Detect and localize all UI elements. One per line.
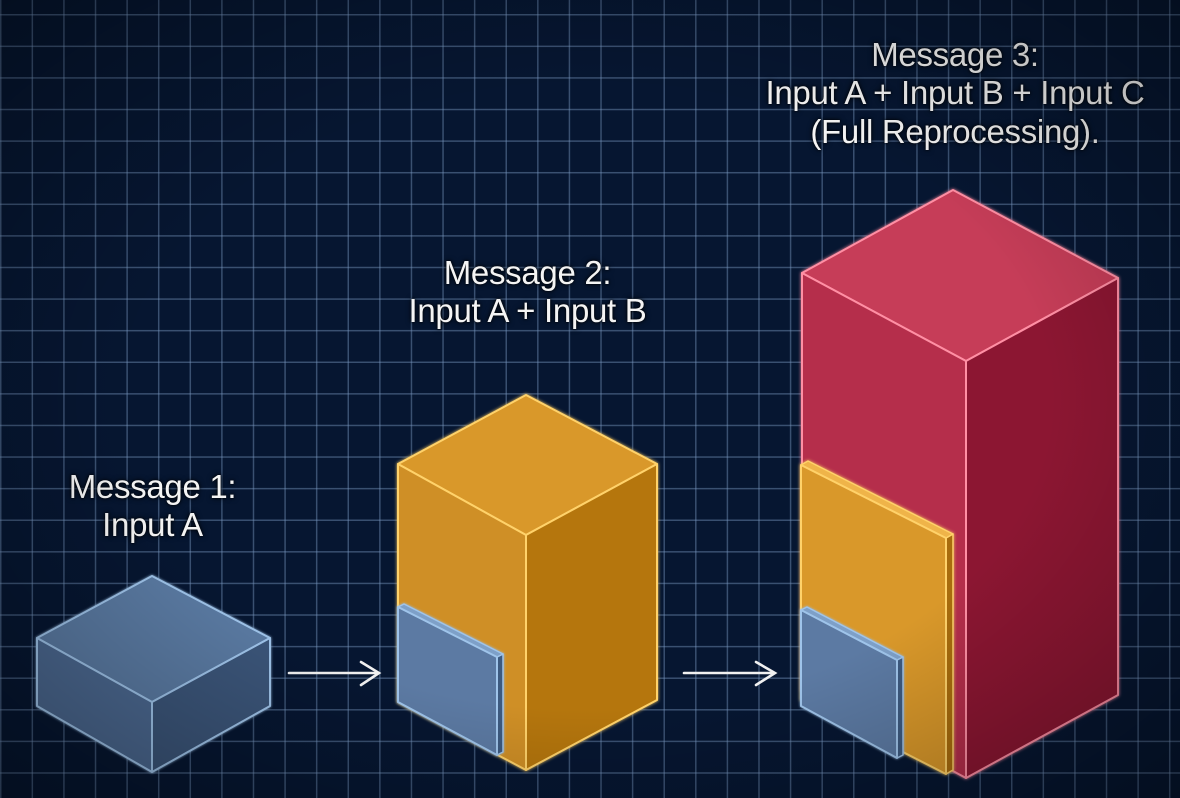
block-input-a-message-3 [800, 606, 904, 759]
block-input-a-message-1 [36, 575, 271, 773]
message-1-title: Message 1: [68, 468, 237, 505]
right-arrow-icon [682, 660, 778, 687]
message-3-note: (Full Reprocessing). [810, 112, 1100, 150]
message-2-title: Message 2: [443, 254, 612, 291]
block-input-a-message-2 [397, 603, 504, 756]
message-1-label: Message 1: Input A [40, 468, 265, 545]
message-1-inputs: Input A [102, 506, 203, 544]
message-2-label: Message 2: Input A + Input B [385, 254, 670, 331]
message-3-title: Message 3: [871, 36, 1039, 73]
message-3-label: Message 3: Input A + Input B + Input C (… [735, 36, 1175, 151]
right-arrow-icon [287, 660, 382, 687]
message-2-inputs: Input A + Input B [408, 292, 647, 330]
message-3-inputs: Input A + Input B + Input C [765, 74, 1145, 112]
